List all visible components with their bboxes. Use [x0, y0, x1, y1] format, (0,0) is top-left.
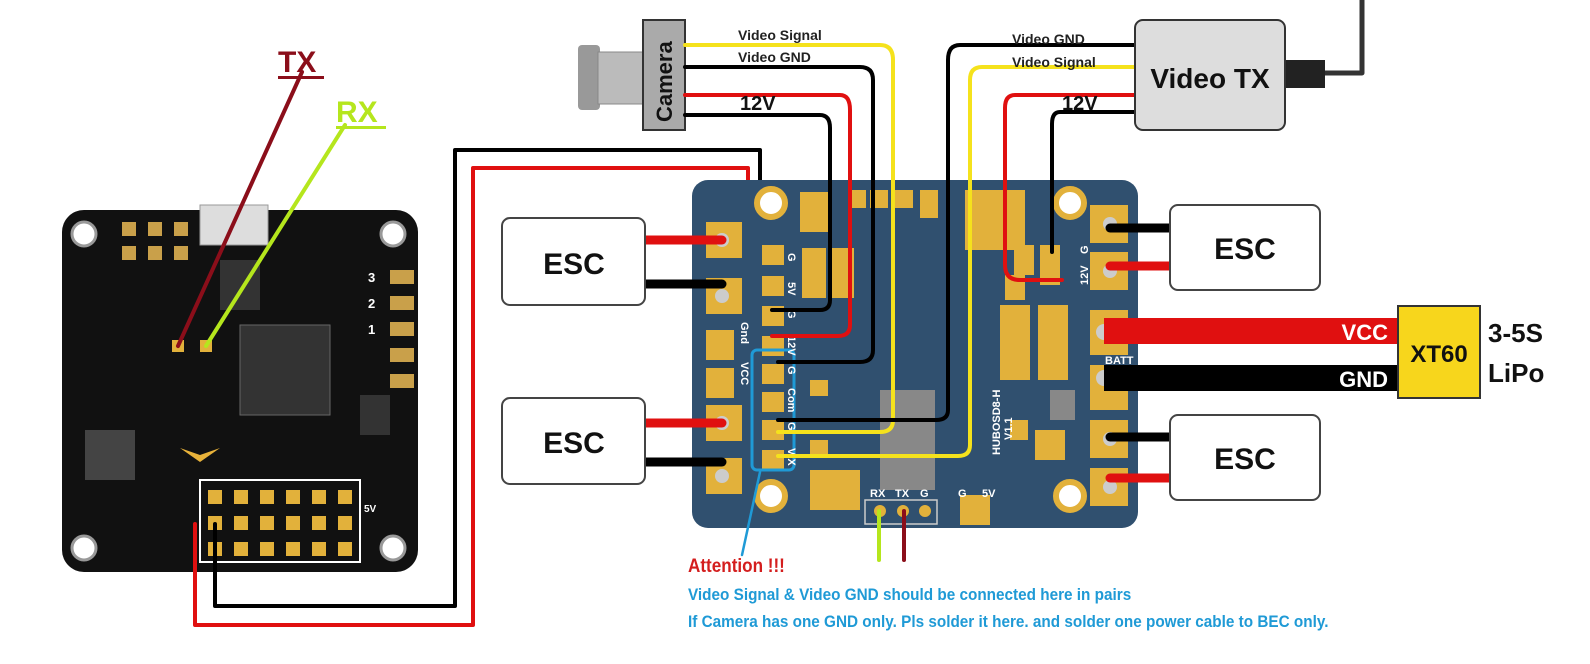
esc-front-right: ESC: [1169, 204, 1321, 291]
video-tx-label: Video TX: [1150, 63, 1270, 94]
pad-label: Gnd: [738, 322, 750, 344]
vtx-12v-label: 12V: [1062, 93, 1098, 115]
camera: Camera: [578, 19, 686, 131]
fc-pad-label: 2: [368, 296, 375, 311]
pad-label: G: [785, 422, 797, 431]
vtx-video-gnd-label: Video GND: [1012, 31, 1085, 47]
esc-label: ESC: [543, 248, 605, 281]
video-tx: Video TX: [1134, 0, 1365, 131]
pad-label: RX: [870, 488, 886, 500]
esc-front-left: ESC: [501, 217, 646, 306]
pad-label: G: [920, 488, 929, 500]
pad-label: 5V: [982, 488, 996, 500]
pad-label: 12V: [1079, 265, 1091, 285]
xt60-label: XT60: [1410, 341, 1467, 368]
battery-cells-label: 3-5S: [1488, 318, 1543, 348]
pad-label: Com: [785, 388, 797, 413]
fc-pad-label: 1: [368, 322, 375, 337]
gnd-label: GND: [1339, 367, 1388, 392]
pad-label: G: [958, 488, 967, 500]
esc-label: ESC: [1214, 233, 1276, 266]
gnd-lead: [1104, 365, 1398, 391]
power-distribution-board: G 5V G 12V G Com G VIX Gnd VCC RX TX G G…: [692, 180, 1138, 528]
esc-rear-left: ESC: [501, 397, 646, 485]
camera-12v-label: 12V: [740, 93, 776, 115]
vcc-label: VCC: [1342, 320, 1389, 345]
board-name: HUBOSD8-H: [991, 390, 1003, 455]
attention-heading: Attention !!!: [688, 556, 785, 577]
pad-label: VCC: [738, 362, 750, 385]
tx-wire: [176, 70, 304, 348]
flight-controller-board: 3 2 1 5V: [62, 204, 418, 572]
pad-label: G: [785, 366, 797, 375]
board-version: V1.1: [1003, 417, 1015, 440]
camera-label: Camera: [652, 41, 677, 122]
attention-line-2: If Camera has one GND only. Pls solder i…: [688, 612, 1329, 631]
vtx-video-signal-label: Video Signal: [1012, 54, 1096, 70]
pad-label: TX: [895, 488, 910, 500]
vcc-lead: [1104, 318, 1398, 344]
pad-label: 5V: [785, 282, 797, 296]
pad-label: G: [1079, 245, 1091, 254]
pad-label: G: [785, 253, 797, 262]
video-pads-highlight: [750, 348, 796, 472]
attention-line-1: Video Signal & Video GND should be conne…: [688, 585, 1132, 604]
tx-label: TX: [278, 46, 316, 79]
rx-label: RX: [336, 96, 378, 129]
pad-label: G: [785, 310, 797, 319]
pad-label: 12V: [785, 336, 797, 356]
esc-label: ESC: [1214, 443, 1276, 476]
fc-pad-label: 5V: [364, 504, 377, 515]
esc-label: ESC: [543, 427, 605, 460]
esc-rear-right: ESC: [1169, 414, 1321, 501]
rx-wire: [204, 123, 347, 348]
camera-video-gnd-label: Video GND: [738, 49, 811, 65]
xt60-connector: XT60: [1397, 305, 1481, 399]
pad-label: BATT: [1105, 355, 1134, 367]
camera-video-signal-label: Video Signal: [738, 27, 822, 43]
battery-type-label: LiPo: [1488, 358, 1544, 388]
fc-pad-label: 3: [368, 270, 375, 285]
